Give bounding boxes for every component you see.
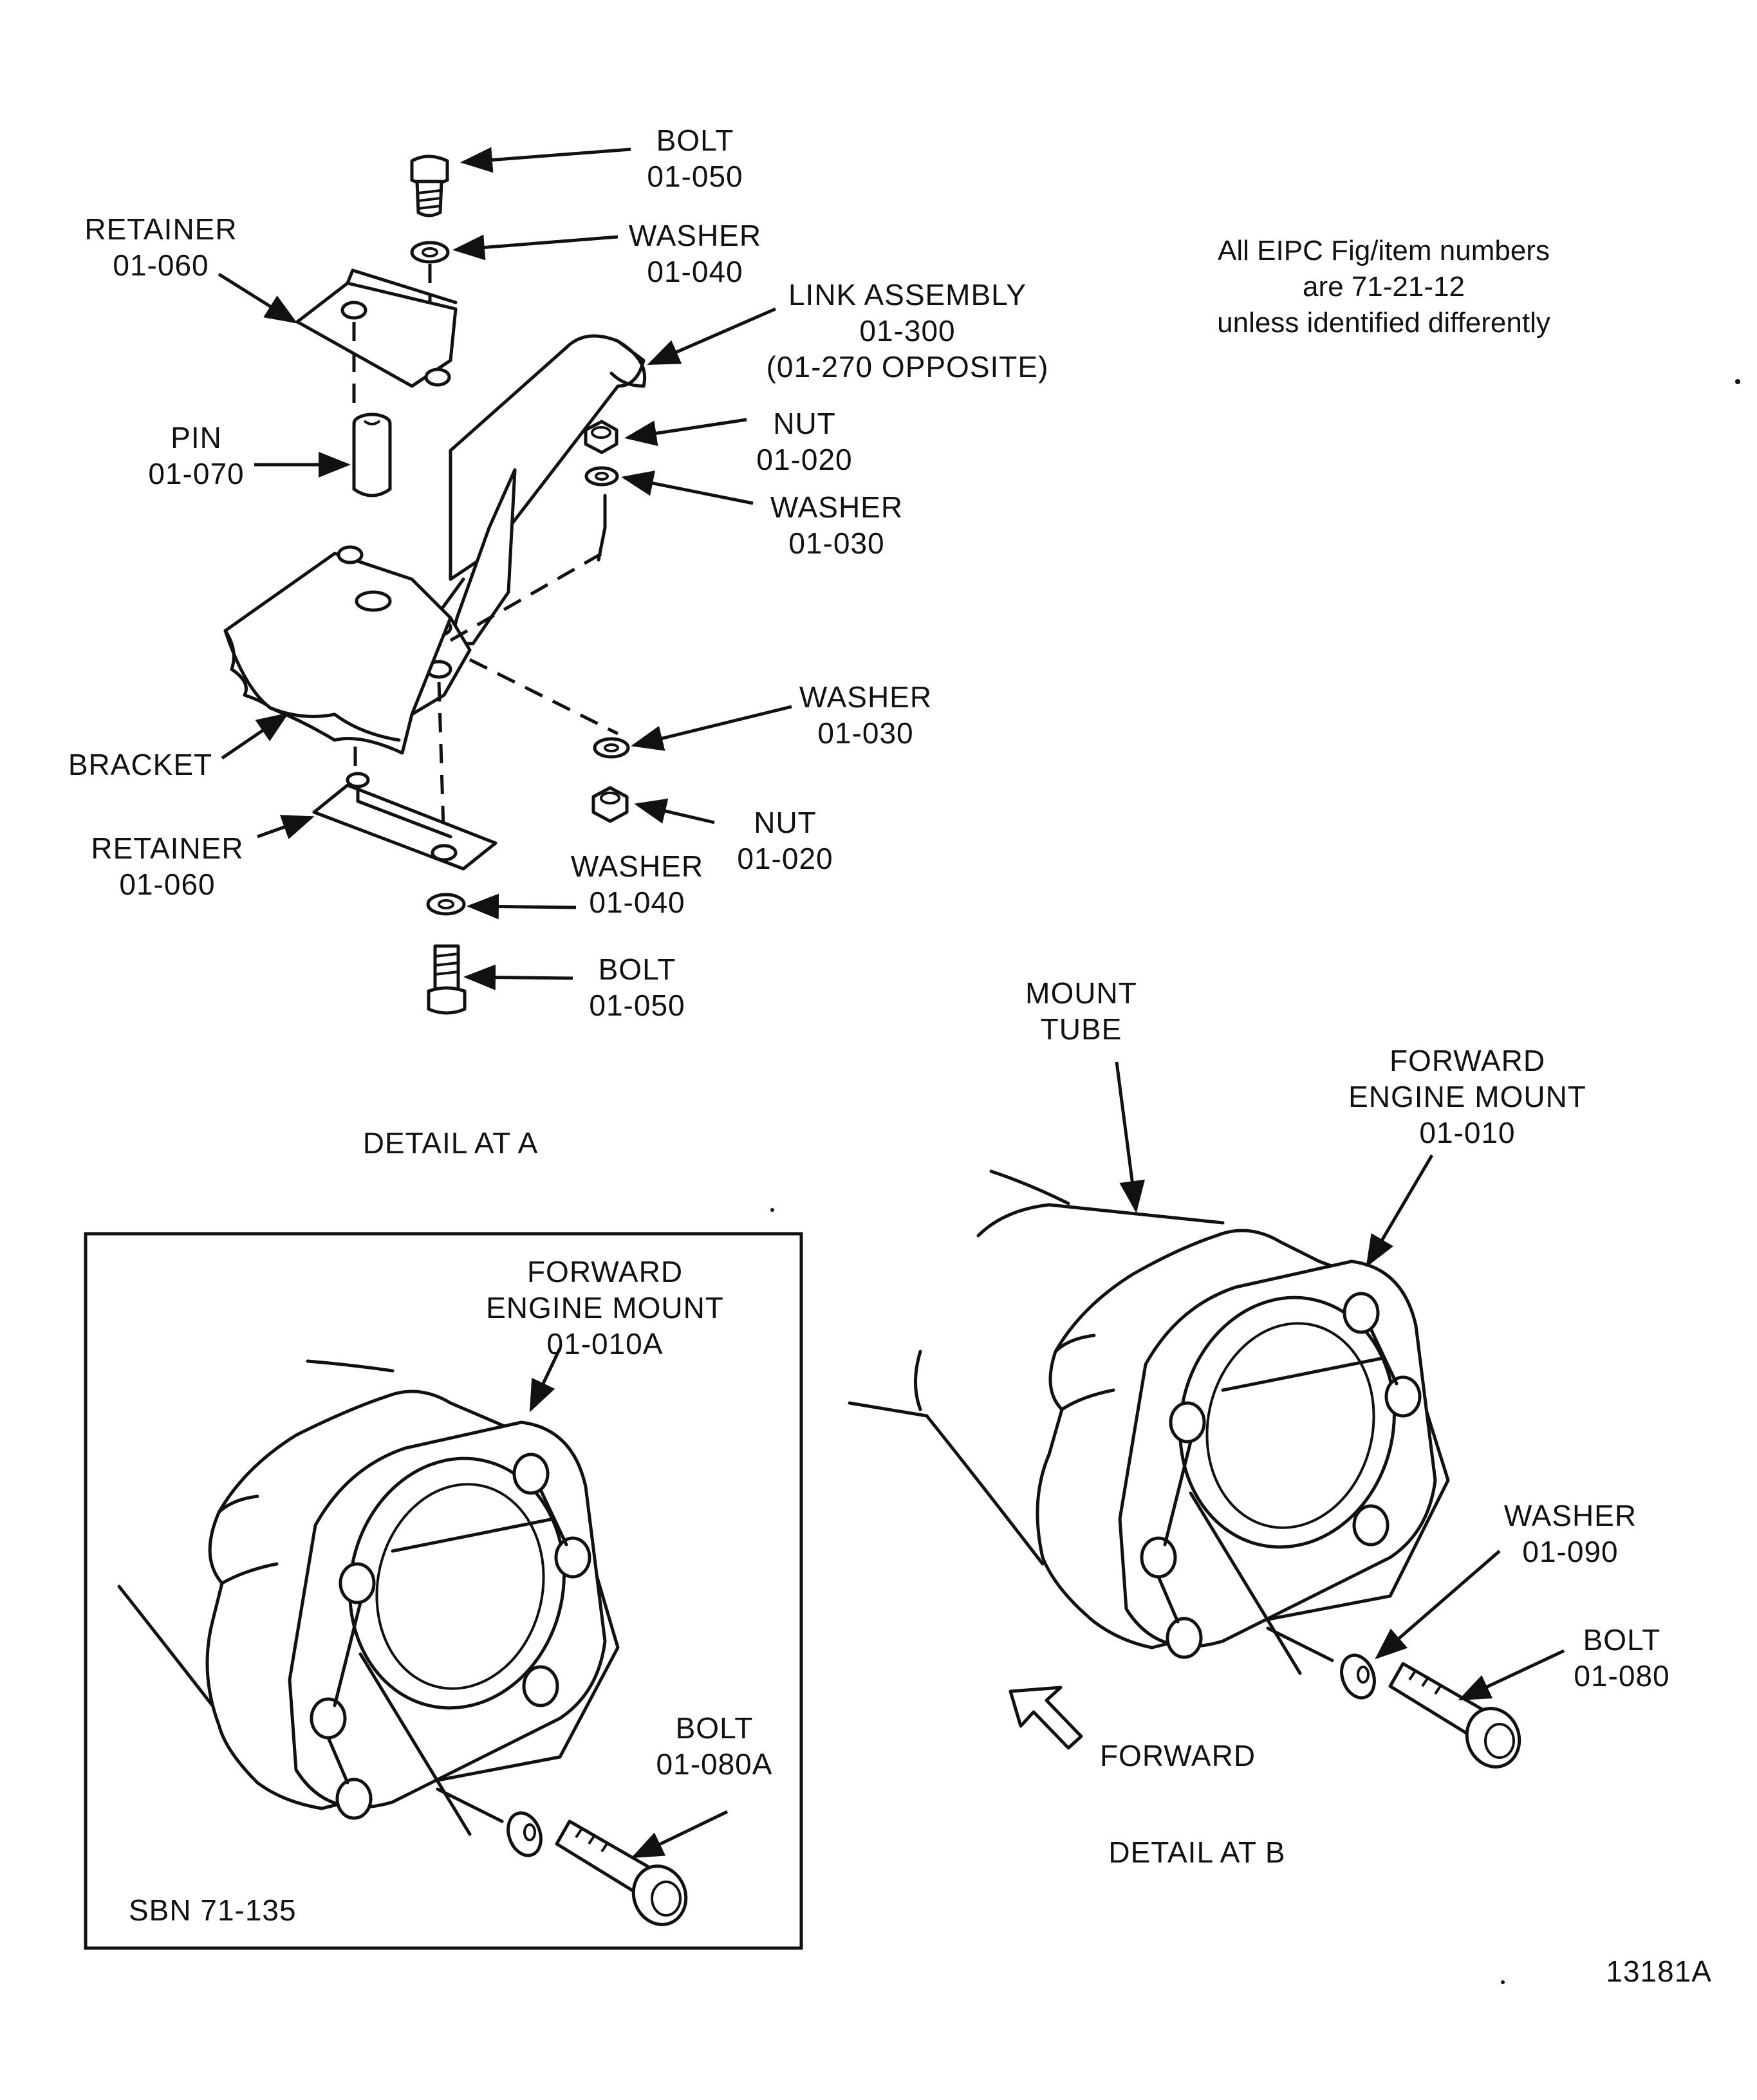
label-link-assembly-note: (01-270 OPPOSITE)	[766, 350, 1049, 384]
label-bolt-b-name: BOLT	[1583, 1623, 1661, 1657]
detail-a-caption: DETAIL AT A	[322, 1125, 579, 1161]
label-pin: PIN 01-070	[138, 420, 254, 492]
label-pin-num: 01-070	[148, 457, 245, 490]
bolt-bottom-part	[427, 944, 467, 1015]
label-forward-engine-mount-sbn-line2: ENGINE MOUNT	[486, 1291, 724, 1324]
label-forward-engine-mount-b-line1: FORWARD	[1389, 1044, 1546, 1077]
label-link-assembly-name: LINK ASSEMBLY	[788, 278, 1027, 311]
label-washer-bottom-name: WASHER	[570, 850, 704, 883]
label-bolt-bottom: BOLT 01-050	[566, 951, 708, 1023]
label-link-assembly: LINK ASSEMBLY 01-300 (01-270 OPPOSITE)	[759, 277, 1055, 385]
link-assembly-part	[396, 334, 647, 716]
label-washer-b-name: WASHER	[1503, 1499, 1637, 1532]
eipc-note-line3: unless identified differently	[1217, 307, 1550, 339]
eipc-note-line2: are 71-21-12	[1303, 271, 1465, 302]
pin-part	[352, 413, 392, 497]
label-mount-tube-line1: MOUNT	[1025, 976, 1137, 1010]
label-bolt-bottom-name: BOLT	[598, 952, 676, 986]
figure-id-text: 13181A	[1606, 1955, 1712, 1988]
bolt-top-part	[410, 154, 449, 218]
detail-b-drawing	[848, 1061, 1565, 1769]
label-washer-nut-bottom: WASHER 01-030	[782, 679, 949, 751]
label-nut-bottom-num: 01-020	[737, 842, 833, 875]
label-washer-bottom-num: 01-040	[589, 886, 685, 919]
label-washer-top: WASHER 01-040	[618, 218, 772, 290]
label-retainer-top-num: 01-060	[113, 248, 209, 282]
nut-bottom-part	[591, 786, 629, 823]
label-washer-b: WASHER 01-090	[1487, 1498, 1654, 1570]
nut-top-part	[584, 420, 618, 454]
figure-id: 13181A	[1570, 1953, 1712, 1989]
detail-b-caption-text: DETAIL AT B	[1108, 1835, 1286, 1869]
detail-a-drawing	[218, 147, 792, 1015]
label-washer-top-name: WASHER	[628, 219, 762, 252]
washer-nut-bottom-part	[593, 737, 630, 759]
bolt-b-part	[1388, 1662, 1521, 1769]
label-washer-nut-top: WASHER 01-030	[753, 489, 920, 561]
label-bolt-top-num: 01-050	[647, 160, 743, 193]
label-retainer-top-name: RETAINER	[84, 212, 237, 246]
label-washer-nut-bottom-name: WASHER	[799, 680, 933, 714]
label-bolt-sbn-name: BOLT	[675, 1711, 754, 1745]
label-nut-bottom-name: NUT	[754, 806, 817, 839]
washer-top-part	[410, 241, 450, 264]
label-nut-top-num: 01-020	[756, 443, 853, 476]
flange-bolt-heads-b	[1140, 1292, 1422, 1659]
label-nut-top-name: NUT	[773, 407, 836, 440]
label-bolt-b-num: 01-080	[1574, 1659, 1670, 1693]
detail-b-caption: DETAIL AT B	[1068, 1834, 1326, 1870]
label-bolt-sbn-num: 01-080A	[656, 1747, 773, 1781]
retainer-bottom-part	[312, 783, 497, 871]
label-forward-engine-mount-b-line2: ENGINE MOUNT	[1348, 1080, 1586, 1113]
label-pin-name: PIN	[171, 421, 222, 454]
label-bracket: BRACKET	[57, 747, 224, 783]
label-forward-engine-mount-sbn: FORWARD ENGINE MOUNT 01-010A	[463, 1254, 747, 1362]
label-washer-top-num: 01-040	[647, 255, 743, 288]
eipc-note-line1: All EIPC Fig/item numbers	[1218, 235, 1550, 266]
forward-arrow-icon	[1009, 1686, 1083, 1750]
label-nut-top: NUT 01-020	[740, 405, 869, 478]
label-bolt-sbn: BOLT 01-080A	[637, 1710, 792, 1782]
label-forward-direction: FORWARD	[1081, 1738, 1274, 1774]
retainer-top-part	[295, 281, 458, 388]
label-forward-engine-mount-b: FORWARD ENGINE MOUNT 01-010	[1326, 1043, 1609, 1151]
label-bolt-b: BOLT 01-080	[1551, 1622, 1693, 1694]
label-washer-nut-top-name: WASHER	[770, 490, 904, 524]
label-forward-engine-mount-sbn-num: 01-010A	[546, 1327, 664, 1361]
label-retainer-bottom-num: 01-060	[119, 868, 216, 901]
label-nut-bottom: NUT 01-020	[714, 804, 856, 877]
label-forward-engine-mount-sbn-line1: FORWARD	[526, 1255, 683, 1288]
label-forward-direction-text: FORWARD	[1099, 1739, 1256, 1772]
label-sbn-reference: SBN 71-135	[129, 1892, 322, 1928]
label-bolt-bottom-num: 01-050	[589, 989, 685, 1022]
label-washer-nut-top-num: 01-030	[788, 526, 885, 560]
label-washer-nut-bottom-num: 01-030	[817, 716, 914, 750]
label-mount-tube-line2: TUBE	[1040, 1012, 1122, 1046]
sbn-drawing	[117, 1347, 729, 1926]
washer-nut-top-part	[584, 466, 619, 487]
label-sbn-reference-text: SBN 71-135	[129, 1893, 297, 1927]
detail-a-caption-text: DETAIL AT A	[362, 1126, 539, 1160]
label-bolt-top-name: BOLT	[656, 124, 734, 157]
label-retainer-top: RETAINER 01-060	[64, 211, 257, 283]
bracket-part	[223, 545, 452, 755]
label-link-assembly-num: 01-300	[859, 314, 956, 348]
label-bolt-top: BOLT 01-050	[631, 122, 759, 194]
label-bracket-name: BRACKET	[68, 748, 213, 781]
sbn-inset-frame	[84, 1232, 803, 1950]
label-retainer-bottom-name: RETAINER	[91, 832, 244, 865]
label-forward-engine-mount-b-num: 01-010	[1419, 1116, 1516, 1149]
label-mount-tube: MOUNT TUBE	[1004, 975, 1158, 1047]
eipc-note: All EIPC Fig/item numbers are 71-21-12 u…	[1158, 233, 1609, 341]
washer-bottom-part	[426, 893, 466, 916]
label-washer-bottom: WASHER 01-040	[553, 848, 721, 920]
label-washer-b-num: 01-090	[1522, 1535, 1619, 1568]
label-retainer-bottom: RETAINER 01-060	[71, 830, 264, 902]
